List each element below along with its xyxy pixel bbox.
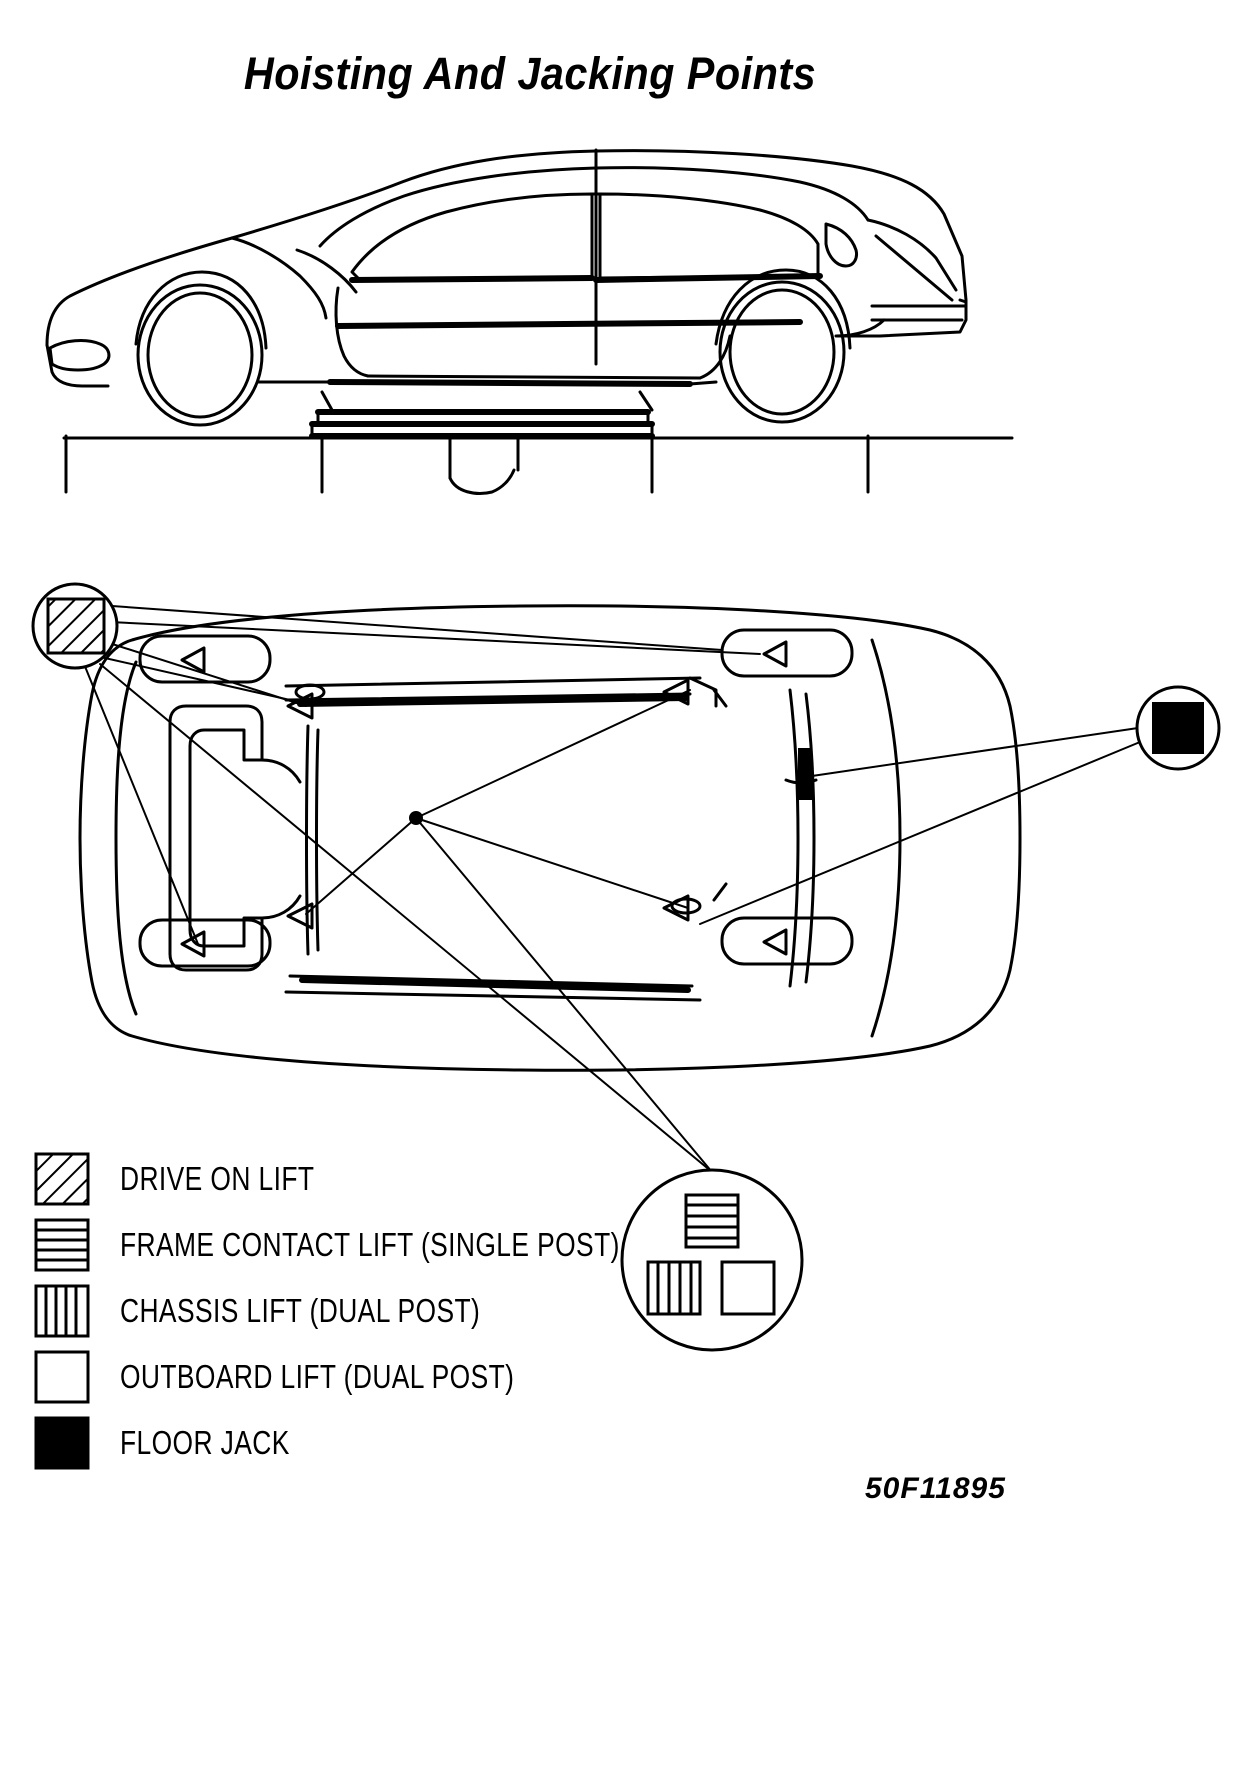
- legend-item-frame-contact-lift: FRAME CONTACT LIFT (SINGLE POST): [34, 1212, 834, 1278]
- swatch-diagonal-hatch-icon: [34, 1152, 90, 1206]
- legend-label-frame-contact-lift: FRAME CONTACT LIFT (SINGLE POST): [120, 1226, 620, 1263]
- legend-label-floor-jack: FLOOR JACK: [120, 1424, 290, 1461]
- figure-reference-code: 50F11895: [865, 1472, 1006, 1505]
- page-title: Hoisting And Jacking Points: [243, 48, 817, 99]
- legend-label-outboard-lift: OUTBOARD LIFT (DUAL POST): [120, 1358, 515, 1395]
- legend-item-floor-jack: FLOOR JACK: [34, 1410, 834, 1476]
- swatch-horizontal-stripes-icon: [34, 1218, 90, 1272]
- legend-item-chassis-lift: CHASSIS LIFT (DUAL POST): [34, 1278, 834, 1344]
- legend-item-outboard-lift: OUTBOARD LIFT (DUAL POST): [34, 1344, 834, 1410]
- legend-item-drive-on-lift: DRIVE ON LIFT: [34, 1146, 834, 1212]
- legend: DRIVE ON LIFT FRAME CONTACT LIFT (SINGLE…: [34, 1146, 834, 1476]
- legend-label-drive-on-lift: DRIVE ON LIFT: [120, 1160, 315, 1197]
- side-view-group: [45, 148, 1014, 495]
- swatch-solid-black-icon: [34, 1416, 90, 1470]
- swatch-empty-icon: [34, 1350, 90, 1404]
- legend-label-chassis-lift: CHASSIS LIFT (DUAL POST): [120, 1292, 481, 1329]
- swatch-vertical-stripes-icon: [34, 1284, 90, 1338]
